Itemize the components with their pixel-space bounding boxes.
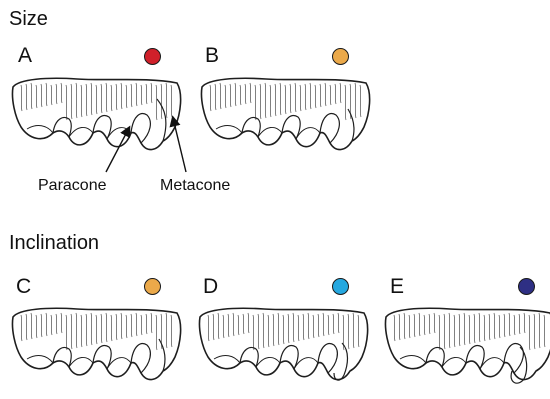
annotation-arrows: [0, 0, 550, 389]
metacone-arrow: [173, 118, 186, 172]
metacone-label: Metacone: [160, 178, 230, 194]
paracone-arrow: [106, 128, 129, 172]
paracone-label: Paracone: [38, 178, 107, 194]
